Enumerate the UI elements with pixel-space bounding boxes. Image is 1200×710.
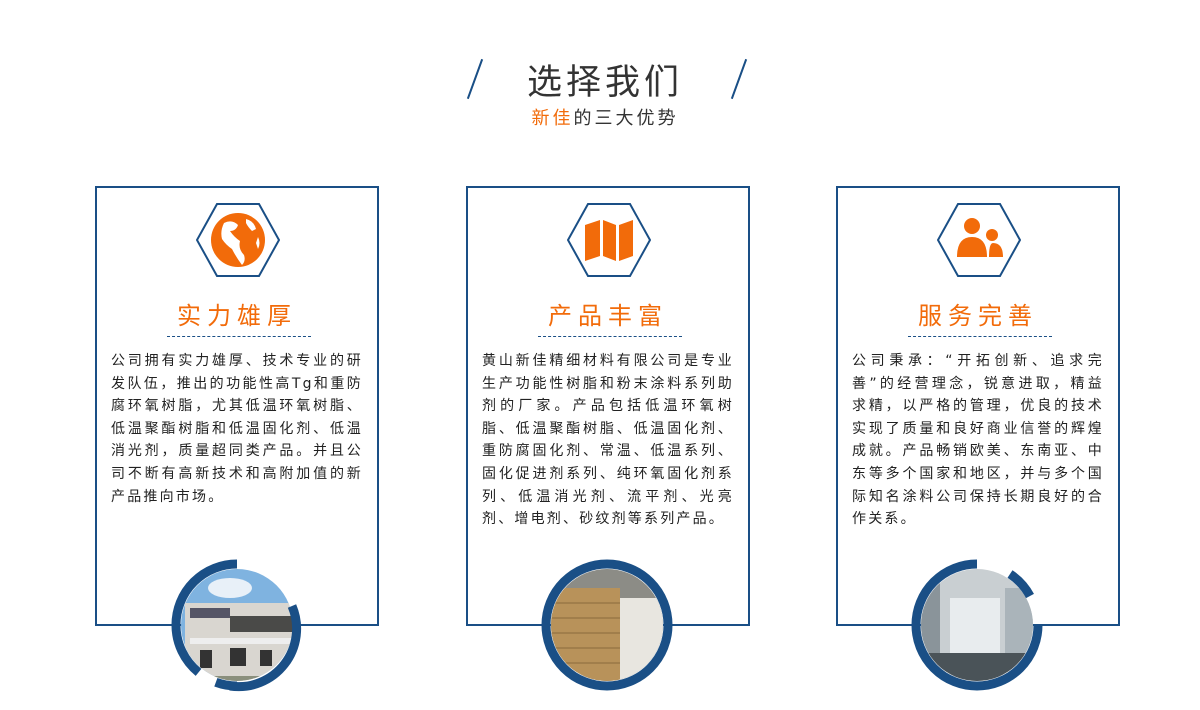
section-subtitle: 新佳的三大优势	[0, 104, 1200, 130]
card-title: 产品丰富	[548, 302, 668, 330]
product-bags-photo	[541, 559, 673, 691]
divider	[538, 336, 682, 337]
card-title: 服务完善	[918, 302, 1038, 330]
globe-icon	[196, 203, 280, 277]
divider	[908, 336, 1052, 337]
section-title: 选择我们	[526, 63, 683, 103]
map-icon	[567, 203, 651, 277]
company-building-photo	[171, 559, 302, 692]
divider	[167, 336, 311, 337]
card-description: 黄山新佳精细材料有限公司是专业生产功能性树脂和粉末涂料系列助剂的厂家。产品包括低…	[482, 353, 734, 528]
subtitle-highlight: 新佳	[531, 108, 574, 129]
subtitle-rest: 的三大优势	[573, 108, 679, 129]
advantage-card-service: 服务完善 公司秉承：“开拓创新、追求完善”的经营理念，锐意进取，精益求精，以严格…	[836, 186, 1120, 626]
card-title: 实力雄厚	[177, 302, 297, 330]
advantage-card-products: 产品丰富 黄山新佳精细材料有限公司是专业生产功能性树脂和粉末涂料系列助剂的厂家。…	[466, 186, 750, 626]
laboratory-photo	[911, 559, 1043, 691]
card-description: 公司秉承：“开拓创新、追求完善”的经营理念，锐意进取，精益求精，以严格的管理，优…	[852, 353, 1104, 528]
advantage-card-strength: 实力雄厚 公司拥有实力雄厚、技术专业的研发队伍，推出的功能性高Tg和重防腐环氧树…	[95, 186, 379, 626]
users-icon	[937, 203, 1021, 277]
card-description: 公司拥有实力雄厚、技术专业的研发队伍，推出的功能性高Tg和重防腐环氧树脂，尤其低…	[111, 353, 363, 505]
